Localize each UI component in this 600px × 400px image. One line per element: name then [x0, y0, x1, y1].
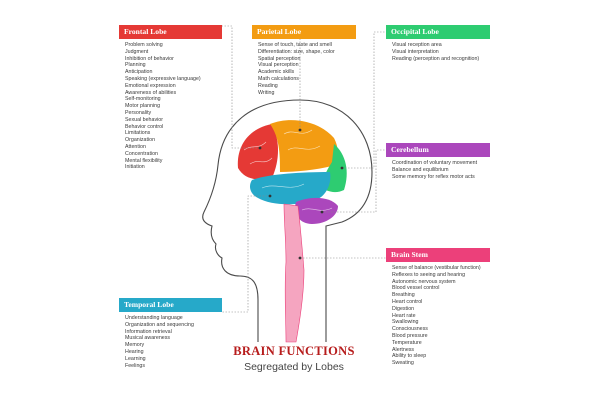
leader-lines — [222, 25, 388, 313]
list-item: Visual perception — [258, 62, 299, 69]
brain-stem-header: Brain Stem — [386, 248, 490, 262]
list-item: Temperature — [392, 339, 422, 346]
list-item: Sexual behavior — [125, 116, 163, 123]
brain-stem-function-list: Sense of balance (vestibular function) R… — [386, 265, 490, 367]
list-item: Academic skills — [258, 69, 295, 76]
frontal-lobe-header: Frontal Lobe — [119, 25, 222, 39]
brain-stem-panel: Brain Stem Sense of balance (vestibular … — [386, 248, 490, 367]
list-item: Differentiation: size, shape, color — [258, 48, 335, 55]
cerebellum-function-list: Coordination of voluntary movement Balan… — [386, 160, 490, 180]
list-item: Balance and equilibrium — [392, 166, 449, 173]
list-item: Motor planning — [125, 103, 161, 110]
list-item: Hearing — [125, 348, 144, 355]
diagram-title: BRAIN FUNCTIONS — [233, 344, 355, 358]
temporal-lobe-header: Temporal Lobe — [119, 298, 222, 312]
brain-stem — [283, 203, 305, 343]
list-item: Emotional expression — [125, 82, 176, 89]
occipital-lobe-function-list: Visual reception area Visual interpretat… — [386, 42, 490, 62]
occipital-leader — [342, 31, 388, 169]
list-item: Problem solving — [125, 42, 163, 48]
occipital-lobe-header: Occipital Lobe — [386, 25, 490, 39]
list-item: Organization and sequencing — [125, 321, 194, 328]
parietal-lobe-header: Parietal Lobe — [252, 25, 356, 39]
list-item: Autonomic nervous system — [392, 278, 456, 285]
cerebellum — [294, 197, 338, 224]
list-item: Behavior control — [125, 123, 164, 130]
list-item: Spatial perception — [258, 55, 301, 62]
temporal-lobe-function-list: Understanding language Organization and … — [119, 315, 222, 369]
list-item: Coordination of voluntary movement — [392, 160, 478, 166]
cerebellum-panel: Cerebellum Coordination of voluntary mov… — [386, 143, 490, 180]
list-item: Musical awareness — [125, 335, 171, 342]
list-item: Sweating — [392, 360, 414, 367]
list-item: Reflexes to seeing and hearing — [392, 271, 466, 278]
diagram-subtitle: Segregated by Lobes — [244, 361, 344, 373]
list-item: Self-monitoring — [125, 96, 161, 103]
temporal-lobe-panel: Temporal Lobe Understanding language Org… — [119, 298, 222, 369]
list-item: Sense of touch, taste and smell — [258, 42, 332, 48]
list-item: Feelings — [125, 362, 146, 369]
list-item: Concentration — [125, 150, 158, 157]
list-item: Blood pressure — [392, 332, 428, 339]
parietal-lobe-function-list: Sense of touch, taste and smell Differen… — [252, 42, 356, 96]
head-outline — [202, 99, 373, 342]
list-item: Judgment — [125, 48, 149, 55]
list-item: Speaking (expressive language) — [125, 75, 201, 82]
list-item: Blood vessel control — [392, 285, 440, 292]
list-item: Alertness — [392, 346, 415, 353]
list-item: Inhibition of behavior — [125, 55, 174, 62]
list-item: Math calculations — [258, 75, 299, 82]
occipital-lobe-panel: Occipital Lobe Visual reception area Vis… — [386, 25, 490, 62]
list-item: Consciousness — [392, 326, 428, 333]
parietal-lobe-panel: Parietal Lobe Sense of touch, taste and … — [252, 25, 356, 96]
list-item: Visual interpretation — [392, 48, 439, 55]
frontal-lobe — [237, 124, 278, 180]
list-item: Heart rate — [392, 312, 416, 319]
frontal-lobe-panel: Frontal Lobe Problem solving Judgment In… — [119, 25, 222, 171]
list-item: Some memory for reflex motor acts — [392, 173, 475, 180]
list-item: Personality — [125, 109, 152, 116]
list-item: Information retrieval — [125, 328, 172, 335]
list-item: Planning — [125, 62, 146, 69]
list-item: Breathing — [392, 292, 415, 299]
list-item: Memory — [125, 342, 145, 349]
list-item: Reading (perception and recognition) — [392, 55, 480, 62]
list-item: Awareness of abilities — [125, 89, 177, 96]
list-item: Ability to sleep — [392, 353, 427, 360]
list-item: Organization — [125, 137, 156, 144]
list-item: Sense of balance (vestibular function) — [392, 265, 481, 271]
cerebellum-header: Cerebellum — [386, 143, 490, 157]
list-item: Understanding language — [125, 315, 183, 321]
list-item: Visual reception area — [392, 42, 442, 48]
list-item: Heart control — [392, 298, 423, 305]
list-item: Writing — [258, 89, 275, 96]
list-item: Digestion — [392, 305, 415, 312]
list-item: Mental flexibility — [125, 157, 163, 164]
list-item: Anticipation — [125, 69, 153, 76]
cerebellum-leader — [322, 149, 388, 213]
leader-dots — [258, 128, 344, 260]
brain-folds — [243, 129, 333, 211]
list-item: Limitations — [125, 130, 151, 137]
list-item: Swallowing — [392, 319, 419, 326]
temporal-leader — [222, 195, 270, 313]
list-item: Attention — [125, 143, 146, 150]
list-item: Initiation — [125, 164, 145, 171]
parietal-lobe — [270, 120, 338, 172]
list-item: Learning — [125, 355, 146, 362]
frontal-lobe-function-list: Problem solving Judgment Inhibition of b… — [119, 42, 222, 171]
list-item: Reading — [258, 82, 278, 89]
